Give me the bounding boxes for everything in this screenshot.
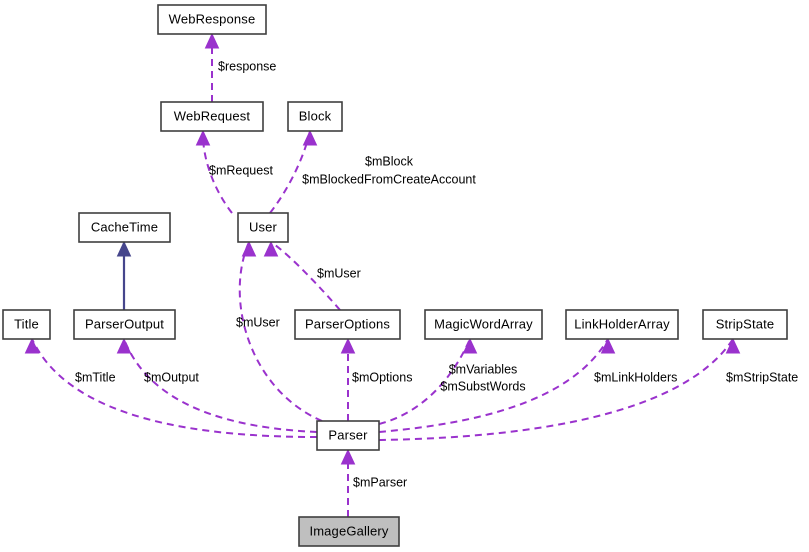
class-node-magicwordarray[interactable]: MagicWordArray [424,309,543,340]
label-mOptions: $mOptions [352,370,412,384]
class-box [160,101,264,132]
class-node-cachetime[interactable]: CacheTime [78,212,171,243]
class-name-label: WebRequest [174,108,251,123]
arrowhead-mVariables [462,337,478,354]
arrowhead-mOutputCache [116,240,132,257]
class-name-label: ParserOutput [85,316,164,331]
label-mRequest: $mRequest [209,163,273,177]
label-mBlock-1: $mBlock [365,154,414,168]
arrowhead-mOptions [340,337,356,354]
class-node-user[interactable]: User [237,212,289,243]
class-name-label: ImageGallery [309,523,388,538]
arrowhead-mBlock [302,129,318,146]
class-node-parseroutput[interactable]: ParserOutput [73,309,176,340]
arrowhead-mStripState [725,337,741,354]
class-box [702,309,788,340]
arrowheads-layer [24,32,741,465]
class-name-label: CacheTime [91,219,158,234]
edge-mOutput [123,338,318,433]
class-node-stripstate[interactable]: StripState [702,309,788,340]
class-name-label: WebResponse [169,11,256,26]
label-mUser-left: $mUser [236,315,280,329]
arrowhead-response [204,32,220,49]
label-response: $response [218,59,276,73]
arrowhead-mParser [340,448,356,465]
label-mTitle: $mTitle [75,370,116,384]
arrowhead-mUserOptions [263,240,279,257]
label-mOutput: $mOutput [144,370,199,384]
class-node-webresponse[interactable]: WebResponse [157,4,267,35]
label-mBlock-2: $mBlockedFromCreateAccount [302,172,476,186]
class-box [2,309,51,340]
label-mVariables: $mVariables [449,362,518,376]
class-node-parser[interactable]: Parser [316,420,380,451]
class-name-label: ParserOptions [305,316,390,331]
class-name-label: Block [299,108,332,123]
edge-mUserParser [238,241,323,422]
label-mSubstWords: $mSubstWords [440,379,525,393]
edges-layer [31,34,734,517]
class-name-label: LinkHolderArray [574,316,670,331]
class-box [287,101,343,132]
class-name-label: StripState [716,316,775,331]
class-box [78,212,171,243]
edge-mTitle [31,338,318,438]
arrowhead-mLinkHolders [600,337,616,354]
class-box [565,309,679,340]
class-node-title[interactable]: Title [2,309,51,340]
arrowhead-mRequest [195,129,211,146]
arrowhead-mOutput [116,337,132,354]
class-node-block[interactable]: Block [287,101,343,132]
class-node-linkholderarray[interactable]: LinkHolderArray [565,309,679,340]
edge-mUserOptions [270,241,341,311]
class-box [73,309,176,340]
edge-labels-layer: $response $mRequest $mBlock $mBlockedFromCr… [75,59,798,489]
class-node-imagegallery[interactable]: ImageGallery [298,516,400,547]
label-mLinkHolders: $mLinkHolders [594,370,677,384]
arrowhead-mUserParser [241,240,257,257]
class-name-label: Parser [328,427,368,442]
class-box [316,420,380,451]
class-box [157,4,267,35]
class-node-parseroptions[interactable]: ParserOptions [294,309,401,340]
class-box [294,309,401,340]
edge-mStripState [378,338,734,441]
label-mStripState: $mStripState [726,370,798,384]
class-box [298,516,400,547]
class-box [237,212,289,243]
label-mParser: $mParser [353,475,407,489]
class-box [424,309,543,340]
class-name-label: User [249,219,278,234]
class-node-webrequest[interactable]: WebRequest [160,101,264,132]
class-name-label: MagicWordArray [434,316,533,331]
arrowhead-mTitle [24,337,40,354]
label-mUser-top: $mUser [317,266,361,280]
edge-mLinkHolders [378,338,609,433]
class-name-label: Title [14,316,39,331]
